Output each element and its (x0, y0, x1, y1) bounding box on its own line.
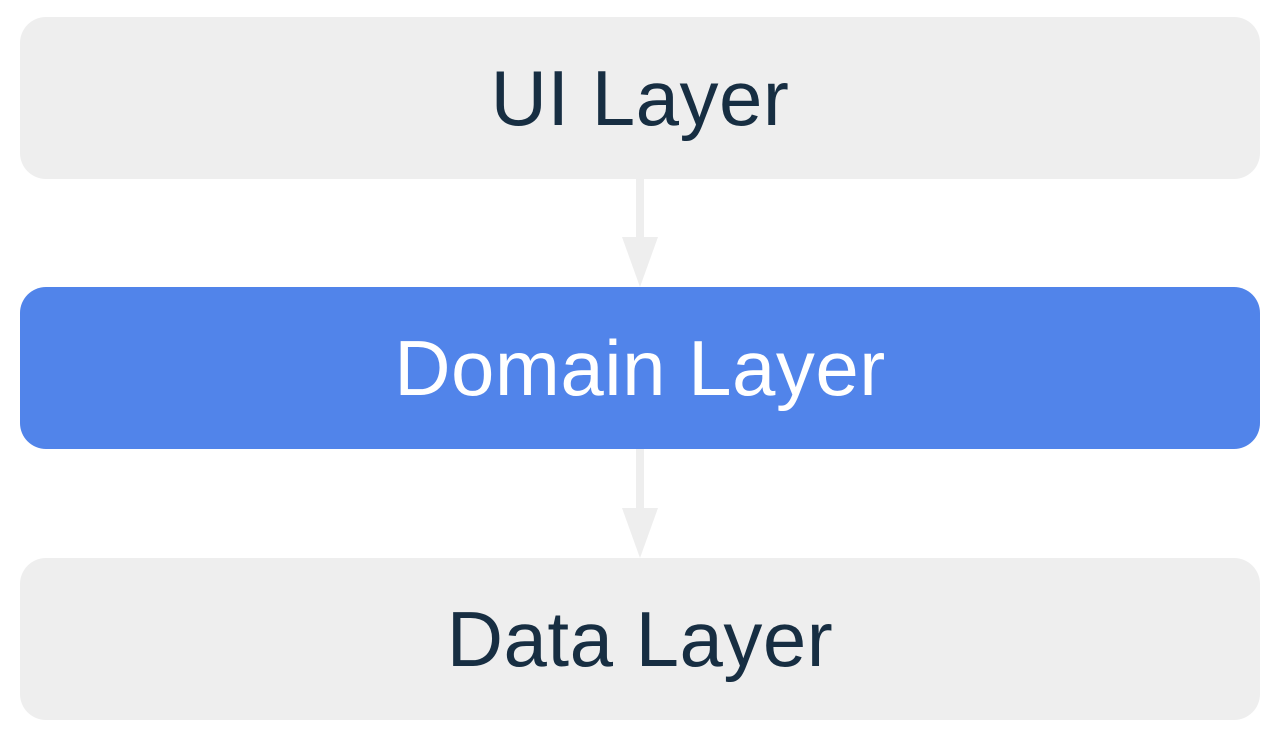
ui-layer-box: UI Layer (20, 17, 1260, 179)
arrow-down-icon (620, 179, 660, 287)
arrow-down-icon (620, 449, 660, 558)
data-layer-label: Data Layer (446, 595, 834, 683)
domain-layer-box: Domain Layer (20, 287, 1260, 449)
domain-layer-label: Domain Layer (394, 324, 886, 412)
data-layer-box: Data Layer (20, 558, 1260, 720)
ui-layer-label: UI Layer (490, 54, 790, 142)
